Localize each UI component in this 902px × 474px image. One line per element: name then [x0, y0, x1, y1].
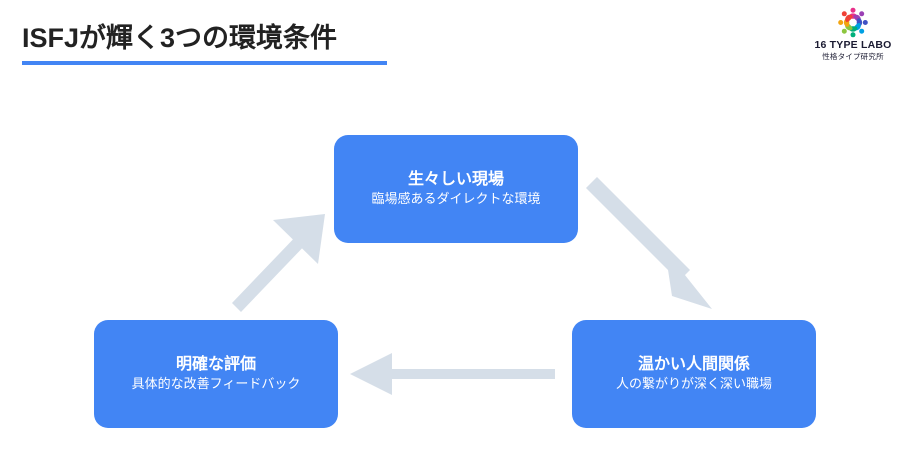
cycle-node-top[interactable]: 生々しい現場 臨場感あるダイレクトな環境	[334, 135, 578, 243]
cycle-node-top-subtitle: 臨場感あるダイレクトな環境	[371, 191, 541, 207]
cycle-node-left-title: 明確な評価	[175, 356, 256, 374]
cycle-node-top-title: 生々しい現場	[407, 171, 504, 189]
people-ring-icon	[832, 6, 874, 39]
cycle-node-right[interactable]: 温かい人間関係 人の繋がりが深く深い職場	[572, 320, 816, 428]
logo-wordmark: 16 TYPE LABO	[814, 39, 892, 51]
title-underline	[22, 61, 387, 65]
cycle-node-left-subtitle: 具体的な改善フィードバック	[131, 376, 301, 392]
page-title: ISFJが輝く3つの環境条件	[22, 23, 338, 53]
cycle-node-left[interactable]: 明確な評価 具体的な改善フィードバック	[94, 320, 338, 428]
arrow-left-to-top	[232, 214, 325, 312]
cycle-node-right-subtitle: 人の繋がりが深く深い職場	[615, 376, 772, 392]
logo-subtext: 性格タイプ研究所	[822, 51, 884, 61]
arrow-right-to-left	[350, 353, 555, 395]
brand-logo: 16 TYPE LABO 性格タイプ研究所	[810, 6, 896, 66]
cycle-node-right-title: 温かい人間関係	[637, 356, 750, 374]
arrow-top-to-right	[586, 177, 712, 309]
